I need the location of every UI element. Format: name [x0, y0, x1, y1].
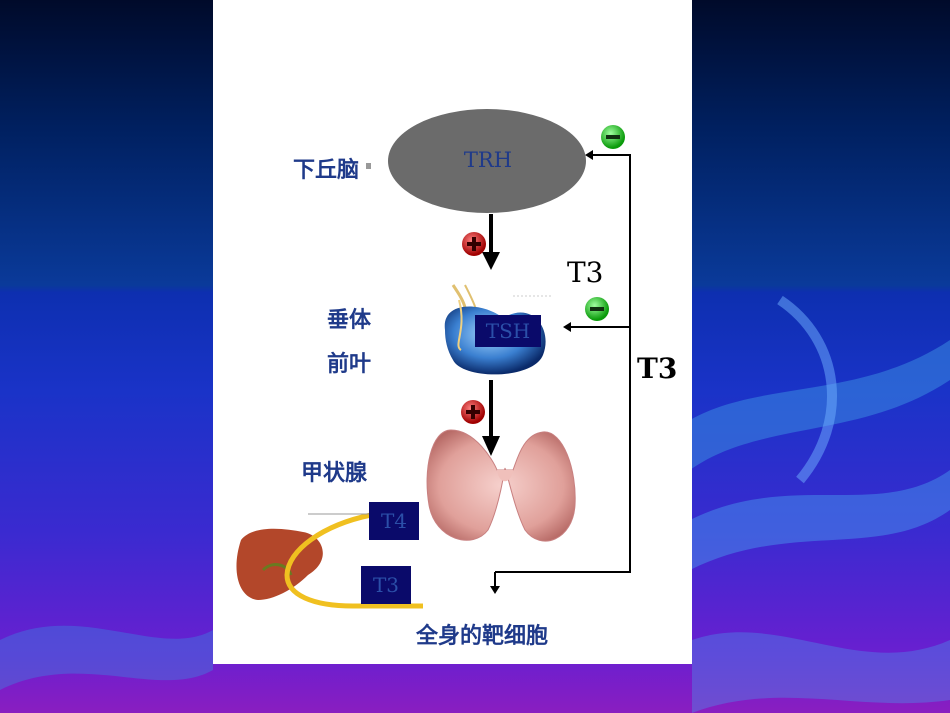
diagram-graphics	[236, 109, 631, 609]
hormone-transport-curve	[284, 512, 423, 609]
target-cells-label: 全身的靶细胞	[416, 624, 549, 649]
minus-icon	[585, 297, 609, 321]
thyroid-label: 甲状腺	[301, 461, 368, 486]
minus-icon	[601, 125, 625, 149]
hypothalamus-label: 下丘脑	[293, 158, 360, 183]
pituitary-label-line2: 前叶	[327, 352, 372, 377]
pituitary-label-line1: 垂体	[327, 308, 372, 333]
t3-right-label: T3	[637, 352, 678, 385]
t3-upper-label: T3	[567, 256, 604, 289]
hypothalamus-ellipse	[388, 109, 586, 213]
trh-label: TRH	[463, 148, 513, 172]
thyroid-image	[426, 429, 576, 542]
t4-box: T4	[369, 502, 419, 540]
plus-icon	[462, 232, 486, 256]
tsh-box: TSH	[475, 315, 541, 347]
feedback-line-main	[495, 154, 631, 573]
diagram-canvas: 下丘脑 TRH 垂体 前叶 TSH 甲状腺 T4 T3 T3 T3 全身的靶细胞	[213, 0, 692, 664]
plus-icon	[461, 400, 485, 424]
t3-box: T3	[361, 566, 411, 604]
